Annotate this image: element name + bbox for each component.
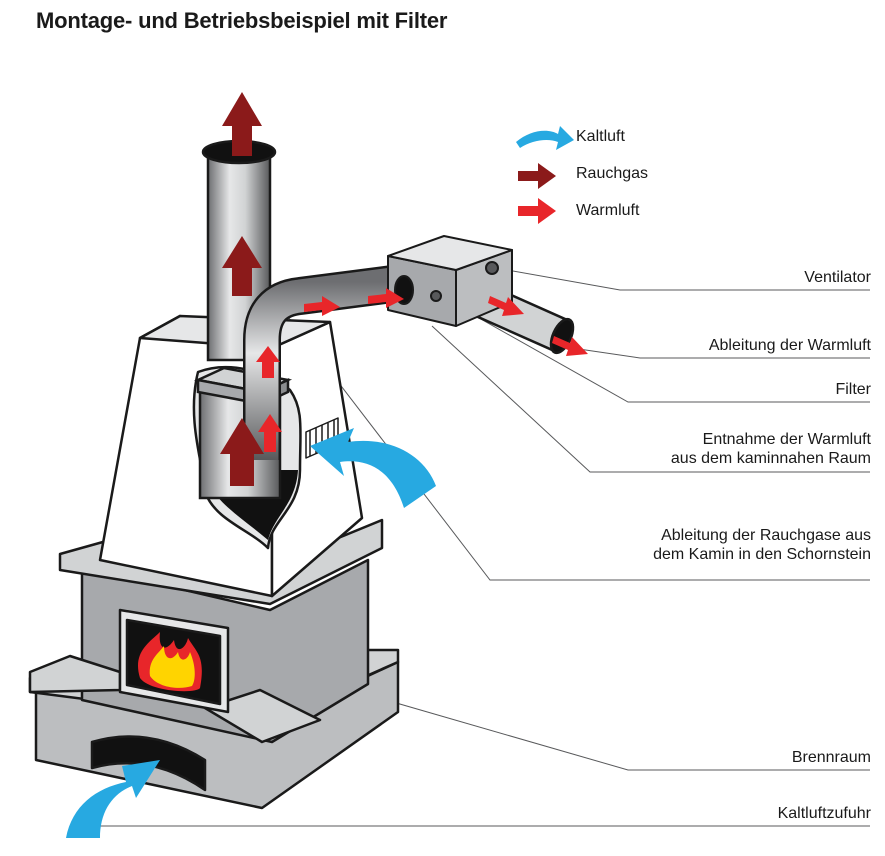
cold-air-arrow-icon [310,428,436,508]
flue-gas-arrow-icon [222,236,262,296]
leader-filter [439,295,870,403]
callout-flue-gas-outlet-line1: Ableitung der Rauchgase aus [661,527,871,544]
leader-warm-air-outlet [571,347,870,359]
callout-warm-air-intake-line2: aus dem kaminnahen Raum [670,450,871,467]
legend [516,126,574,224]
flue-gas-arrows [220,92,264,486]
leader-lines [94,261,870,827]
warm-air-arrow-icon [258,414,282,452]
cold-air-arrows [66,428,436,838]
flue-gas-arrow-icon [518,163,556,189]
legend-flue-gas-label: Rauchgas [576,165,649,182]
flue-gas-arrow-icon [222,92,262,156]
front-step [203,688,322,744]
warm-air-arrow-icon [256,346,280,378]
cold-air-arrow-icon [516,126,574,150]
warm-air-arrows [256,288,588,452]
callout-flue-gas-outlet: Ableitung der Rauchgase aus dem Kamin in… [653,526,871,564]
warm-air-arrow-icon [552,336,588,356]
callout-warm-air-intake: Entnahme der Warmluft aus dem kaminnahen… [671,430,871,468]
warm-air-arrow-icon [304,296,340,316]
callout-warm-air-outlet: Ableitung der Warmluft [708,337,871,354]
page-title: Montage- und Betriebsbeispiel mit Filter [36,8,448,33]
legend-cold-air-label: Kaltluft [576,128,625,145]
callout-warm-air-intake-line1: Entnahme der Warmluft [702,431,871,448]
flue-gas-arrow-icon [220,418,264,486]
flame-icon [138,632,202,692]
fan-unit-top [387,235,513,271]
warm-air-arrow-icon [488,296,524,316]
legend-warm-air-label: Warmluft [576,202,640,219]
callout-cold-air-supply: Kaltluftzufuhr [777,805,871,822]
warm-air-arrow-icon [368,288,404,308]
callout-flue-gas-outlet-line2: dem Kamin in den Schornstein [653,546,871,563]
callout-filter: Filter [835,381,871,398]
callout-combustion-chamber: Brennraum [791,749,871,766]
warm-air-arrow-icon [518,198,556,224]
leader-fan [495,267,870,291]
callout-fan: Ventilator [804,269,871,286]
leader-warm-air-intake [431,325,870,473]
cold-air-arrow-icon [66,760,160,838]
fan-unit [387,235,513,327]
